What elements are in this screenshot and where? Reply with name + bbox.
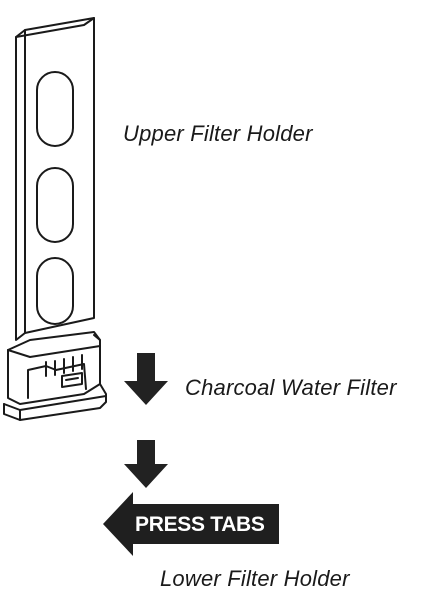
arrow-down-icon	[124, 440, 168, 488]
upper-filter-holder-label: Upper Filter Holder	[123, 121, 313, 146]
charcoal-water-filter-label: Charcoal Water Filter	[185, 375, 397, 400]
arrow-left-icon	[103, 492, 279, 556]
arrow-down-icon	[124, 353, 168, 405]
press-tabs-label: PRESS TABS	[135, 513, 265, 536]
lower-filter-holder-label: Lower Filter Holder	[160, 566, 350, 591]
window-top	[36, 71, 74, 147]
